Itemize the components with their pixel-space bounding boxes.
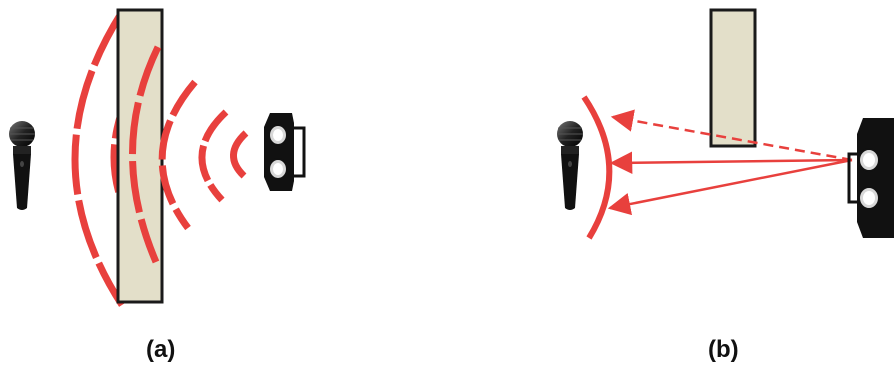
- ray-lower: [610, 160, 852, 208]
- microphone-icon: [557, 121, 583, 210]
- wave-medium: [162, 82, 195, 228]
- wavefront-b: [584, 97, 609, 238]
- microphone-icon: [9, 121, 35, 210]
- caption-panel-a: (a): [146, 338, 175, 362]
- speaker-icon: [264, 113, 304, 191]
- speaker-icon: [849, 118, 894, 238]
- wave-tiny: [233, 133, 246, 176]
- panel-b: [557, 10, 894, 238]
- ray-direct: [612, 160, 852, 163]
- barrier-b: [711, 10, 755, 146]
- wave-small: [202, 112, 226, 200]
- panel-a: [9, 10, 304, 305]
- caption-panel-b: (b): [708, 338, 739, 362]
